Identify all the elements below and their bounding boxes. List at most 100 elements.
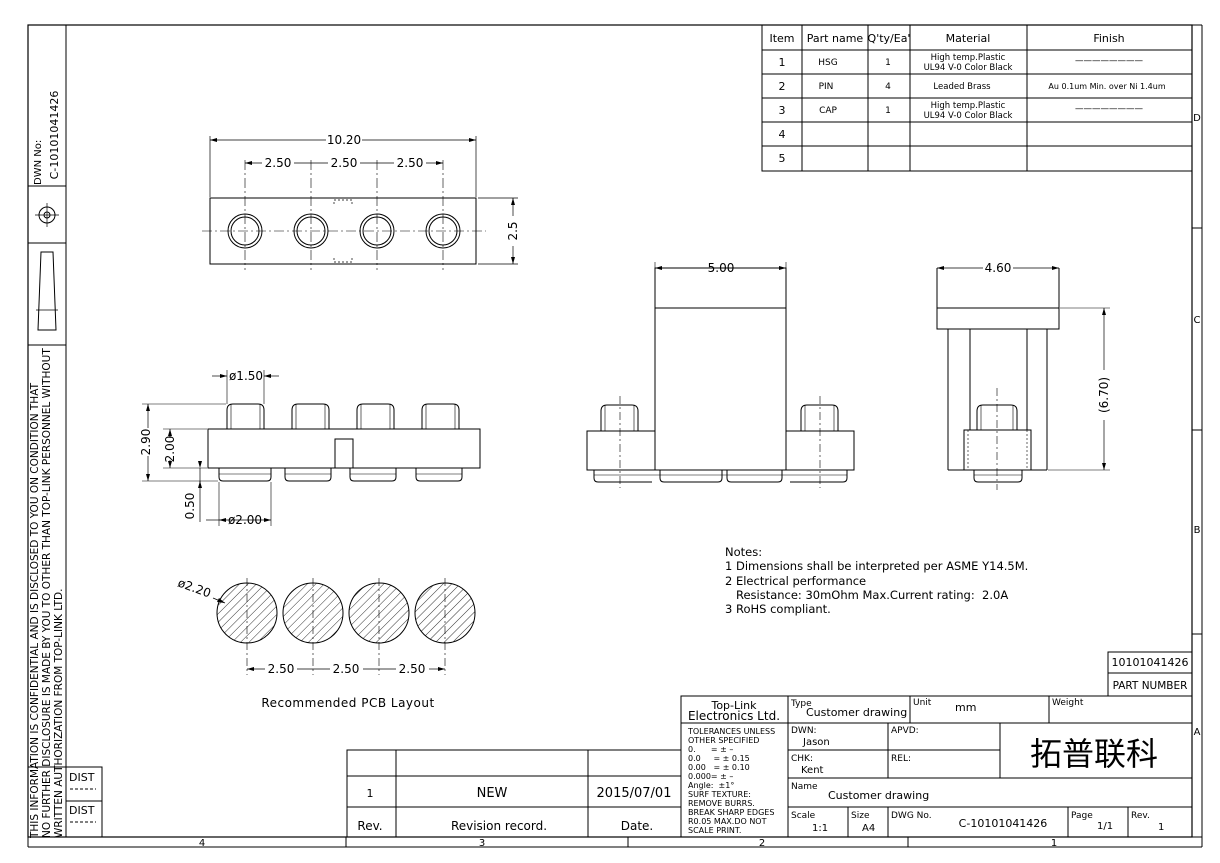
revision-col-date: Date. <box>621 819 654 833</box>
zone-label-b: B <box>1194 525 1201 536</box>
size-value: A4 <box>862 823 875 834</box>
name-value: Customer drawing <box>828 789 929 802</box>
tolerance-line: 0.00 = ± 0.10 <box>688 763 750 772</box>
dwg-no-value: C-10101041426 <box>959 817 1048 830</box>
dim-top-height: 2.5 <box>506 221 520 240</box>
company-logo-text: 拓普联科 <box>1030 735 1158 773</box>
part-number-value: 10101041426 <box>1112 656 1189 669</box>
dim-top-pitch: 2.50 <box>397 156 424 170</box>
dim-height-200: 2.00 <box>163 436 177 463</box>
revision-date: 2015/07/01 <box>597 786 672 801</box>
size-label: Size <box>851 811 870 821</box>
front-view <box>142 370 481 526</box>
bom-cell-finish: Au 0.1um Min. over Ni 1.4um <box>1048 82 1165 91</box>
rel-label: REL: <box>891 754 911 764</box>
projection-symbol-icon <box>35 203 59 331</box>
tolerance-notes: TOLERANCES UNLESS OTHER SPECIFIED 0. = ±… <box>687 727 775 835</box>
bom-cell-part: HSG <box>818 58 837 68</box>
tolerance-line: Angle: ±1° <box>688 781 734 790</box>
pcb-caption: Recommended PCB Layout <box>261 696 434 710</box>
part-number-label: PART NUMBER <box>1113 680 1188 692</box>
tolerance-line: TOLERANCES UNLESS <box>687 727 775 736</box>
tolerance-line: R0.05 MAX.DO NOT <box>688 817 767 826</box>
bom-cell-item: 1 <box>779 56 786 69</box>
weight-label: Weight <box>1052 698 1084 708</box>
rev-label: Rev. <box>1131 811 1150 821</box>
dim-height-290: 2.90 <box>139 429 153 456</box>
bom-header-finish: Finish <box>1093 32 1124 45</box>
dim-top-pitch: 2.50 <box>265 156 292 170</box>
dim-base-diameter: ø2.00 <box>228 513 262 527</box>
tolerance-line: SCALE PRINT. <box>688 826 741 835</box>
tolerance-line: SURF TEXTURE: <box>688 790 751 799</box>
bom-header-qty: Q'ty/Ea' <box>868 32 911 45</box>
zone-label-3: 3 <box>479 838 485 849</box>
dim-pcb-pitch: 2.50 <box>399 662 426 676</box>
bom-cell-qty: 4 <box>885 82 891 92</box>
zone-label-2: 2 <box>759 838 765 849</box>
bom-header-part: Part name <box>807 32 864 45</box>
tolerance-line: REMOVE BURRS. <box>688 799 755 808</box>
bom-cell-item: 2 <box>779 80 786 93</box>
bom-cell-part: PIN <box>819 82 834 92</box>
revision-record: NEW <box>477 786 508 801</box>
note-line: 1 Dimensions shall be interpreted per AS… <box>725 559 1028 573</box>
bom-cell-material: High temp.Plastic <box>931 101 1006 111</box>
sheet-frame <box>27 24 1203 848</box>
side-strip: DWN No: C-10101041426 THIS INFORMATION I… <box>28 91 103 839</box>
rev-value: 1 <box>1158 822 1164 833</box>
dim-front-width: 5.00 <box>708 261 735 275</box>
dim-pcb-pitch: 2.50 <box>333 662 360 676</box>
bom-cell-item: 4 <box>779 128 786 141</box>
bom-cell-material: High temp.Plastic <box>931 53 1006 63</box>
note-line: Notes: <box>725 545 762 559</box>
tolerance-line: BREAK SHARP EDGES <box>688 808 774 817</box>
company-name-2: Electronics Ltd. <box>688 709 780 723</box>
tolerance-line: 0. = ± – <box>688 745 733 754</box>
dim-side-width: 4.60 <box>985 261 1012 275</box>
dim-top-overall: 10.20 <box>327 133 361 147</box>
zone-label-1: 1 <box>1051 838 1057 849</box>
confidential-line-2: NO FURTHER DISCLOSURE IS MADE BY YOU TO … <box>41 348 53 838</box>
top-view <box>202 136 518 270</box>
side-view-front <box>586 262 855 488</box>
company-name-1: Top-Link <box>710 699 757 712</box>
scale-value: 1:1 <box>812 823 828 834</box>
notes: Notes: 1 Dimensions shall be interpreted… <box>725 545 1028 616</box>
chk-label: CHK: <box>791 754 813 764</box>
dwn-value: Jason <box>802 737 830 748</box>
dim-side-height: (6.70) <box>1097 377 1111 413</box>
zone-label-d: D <box>1193 113 1201 124</box>
tolerance-line: OTHER SPECIFIED <box>688 736 759 745</box>
tolerance-line: 0.0 = ± 0.15 <box>688 754 750 763</box>
side-view-right <box>936 266 1110 490</box>
bom-cell-qty: 1 <box>885 58 891 68</box>
bom-cell-finish: ———————— <box>1075 104 1144 114</box>
bom-cell-part: CAP <box>819 106 837 116</box>
scale-label: Scale <box>791 811 816 821</box>
page-label: Page <box>1071 811 1093 821</box>
bom-header-material: Material <box>946 32 991 45</box>
pcb-layout <box>212 578 476 675</box>
bom-cell-item: 3 <box>779 104 786 117</box>
revision-col-record: Revision record. <box>451 819 547 833</box>
confidential-line-1: THIS INFORMATION IS CONFIDENTIAL AND IS … <box>29 382 41 839</box>
dist-label-2: DIST <box>69 804 95 817</box>
dwn-label: DWN: <box>791 726 817 736</box>
revision-rev: 1 <box>367 787 374 800</box>
dist-label-1: DIST <box>69 771 95 784</box>
bom-header-item: Item <box>769 32 794 45</box>
apvd-label: APVD: <box>891 726 919 736</box>
chk-value: Kent <box>801 765 824 776</box>
type-label: Type <box>790 699 812 709</box>
type-value: Customer drawing <box>806 706 907 719</box>
dwg-no-label: DWG No. <box>891 811 932 821</box>
dim-pcb-pitch: 2.50 <box>268 662 295 676</box>
bom-cell-qty: 1 <box>885 106 891 116</box>
dwn-no-value: C-10101041426 <box>48 91 61 180</box>
dim-height-050: 0.50 <box>183 493 197 520</box>
page-value: 1/1 <box>1097 821 1113 832</box>
dim-pcb-diameter: ø2.20 <box>176 576 213 601</box>
bom-cell-material: UL94 V-0 Color Black <box>924 111 1013 121</box>
revision-col-rev: Rev. <box>357 819 382 833</box>
